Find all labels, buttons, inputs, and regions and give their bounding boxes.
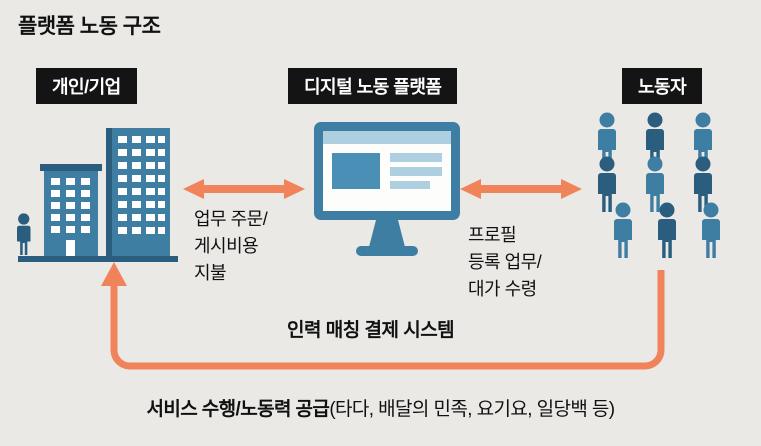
node-label-client: 개인/기업 — [36, 68, 137, 104]
monitor-icon — [314, 122, 460, 256]
node-label-platform: 디지털 노동 플랫폼 — [288, 68, 458, 104]
small-person-icon — [17, 213, 31, 255]
flow-line: 업무 주문/ — [194, 209, 268, 229]
flow-line: 프로필 — [468, 225, 517, 245]
page-title: 플랫폼 노동 구조 — [18, 15, 161, 38]
flow-line: 등록 업무/ — [468, 252, 542, 272]
platform-caption: 인력 매칭 결제 시스템 — [287, 320, 455, 341]
bottom-flow-label: 서비스 수행/노동력 공급(타다, 배달의 민족, 요기요, 일당백 등) — [0, 394, 761, 421]
flow-line: 지불 — [194, 263, 227, 283]
platform-worker-arrow-icon — [460, 179, 582, 199]
client-platform-flow-label: 업무 주문/ 게시비용 지불 — [194, 206, 268, 287]
flow-line: 대가 수령 — [468, 279, 537, 299]
buildings-icon — [17, 128, 178, 262]
platform-worker-flow-label: 프로필 등록 업무/ 대가 수령 — [468, 222, 542, 303]
client-platform-arrow-icon — [183, 179, 305, 199]
workers-group-icon — [598, 112, 720, 258]
flow-line: 게시비용 — [194, 236, 259, 256]
worker-client-return-arrow-icon — [101, 262, 665, 370]
bottom-flow-main: 서비스 수행/노동력 공급 — [146, 399, 330, 420]
node-label-worker: 노동자 — [622, 68, 703, 104]
bottom-flow-detail: (타다, 배달의 민족, 요기요, 일당백 등) — [329, 399, 615, 420]
